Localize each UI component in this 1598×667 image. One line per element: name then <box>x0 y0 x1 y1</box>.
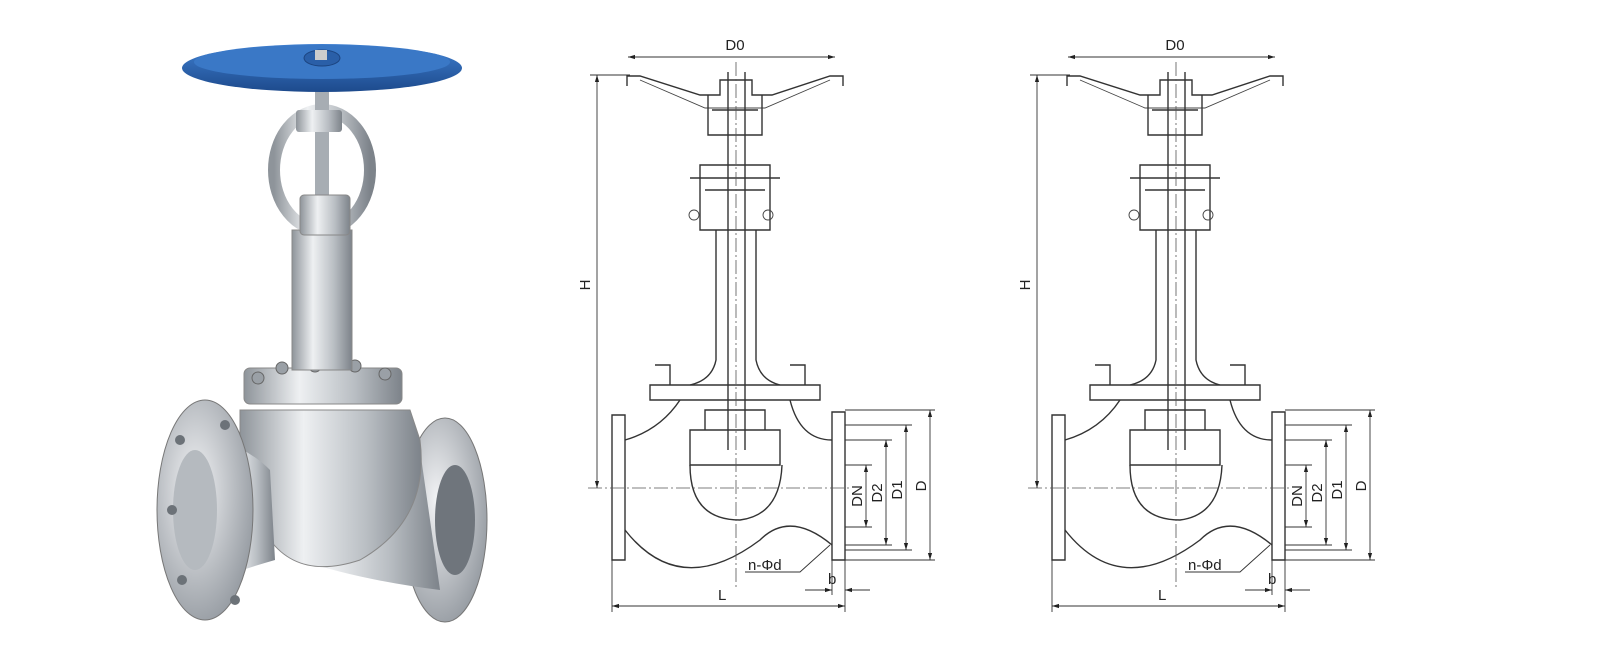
outline <box>611 72 846 569</box>
outline <box>1051 72 1286 569</box>
label-dn: DN <box>1289 485 1306 507</box>
handwheel <box>182 44 462 92</box>
drawing-front-1: D0 H DN D2 D1 D n-Φd b L <box>577 37 935 612</box>
label-d1: D1 <box>1329 480 1346 499</box>
label-h: H <box>577 280 594 291</box>
label-d2: D2 <box>869 483 886 502</box>
dimensions <box>1030 54 1375 612</box>
label-n-phi-d: n-Φd <box>1188 557 1222 574</box>
left-flange <box>156 399 254 621</box>
label-b: b <box>1268 571 1276 588</box>
dimensions <box>590 54 935 612</box>
label-dn: DN <box>849 485 866 507</box>
valve-photo <box>156 44 488 623</box>
label-l: L <box>718 587 726 604</box>
bonnet-flange <box>243 367 403 405</box>
label-d: D <box>913 480 930 491</box>
label-n-phi-d: n-Φd <box>748 557 782 574</box>
label-d2: D2 <box>1309 483 1326 502</box>
drawing-front-2: D0 H DN D2 D1 D n-Φd b L <box>1017 37 1375 612</box>
label-d: D <box>1353 480 1370 491</box>
extension-bonnet <box>291 229 353 371</box>
label-l: L <box>1158 587 1166 604</box>
label-d1: D1 <box>889 480 906 499</box>
label-d0: D0 <box>725 37 744 54</box>
yoke-nut <box>296 110 342 132</box>
gland <box>299 194 351 236</box>
label-h: H <box>1017 280 1034 291</box>
label-d0: D0 <box>1165 37 1184 54</box>
label-b: b <box>828 571 836 588</box>
